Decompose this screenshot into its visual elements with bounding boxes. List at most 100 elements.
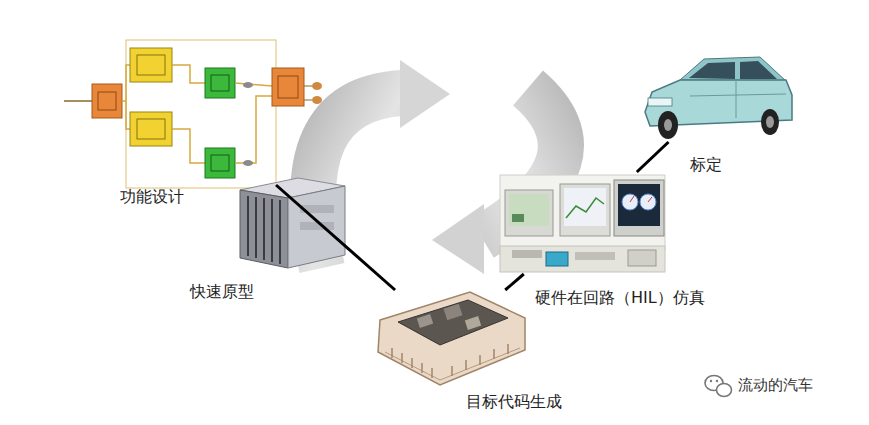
car-part [689, 62, 735, 79]
ecu-housing-part [431, 368, 433, 378]
connector-line [637, 142, 669, 172]
cycle-arrow-part [400, 60, 450, 128]
ecu-housing [378, 292, 525, 385]
ecu-housing-part [391, 348, 393, 358]
prototype-cabinet [240, 178, 345, 268]
car-part [736, 80, 737, 118]
prototype-cabinet-part [279, 200, 281, 264]
hil-workstation-part [630, 196, 634, 202]
connector-line [276, 185, 395, 290]
block-diagram-part [172, 65, 205, 83]
prototype-cabinet-part [240, 190, 288, 268]
hil-workstation-part [512, 250, 542, 258]
block-diagram-part [92, 84, 122, 118]
block-diagram-part [126, 101, 130, 129]
ecu-housing-part [451, 366, 453, 376]
caption: 硬件在回路（HIL）仿真 [535, 288, 705, 307]
wechat-icon-part [717, 384, 732, 397]
hil-workstation-part [622, 194, 638, 210]
ecu-housing-part [392, 344, 508, 378]
car-part [648, 98, 672, 106]
block-diagram-part [243, 82, 253, 88]
block-diagram-part [304, 86, 312, 87]
car-part [766, 116, 774, 128]
hil-workstation-part [512, 214, 524, 222]
block-diagram-part [312, 82, 322, 90]
ecu-housing-part [385, 352, 440, 380]
block-diagram-part [211, 75, 229, 91]
hil-workstation-part [628, 250, 656, 266]
prototype-cabinet-part [288, 186, 345, 268]
ecu-housing-part [507, 344, 509, 354]
block-diagram-part [126, 40, 276, 188]
hil-workstation-part [500, 246, 665, 272]
watermark: 流动的汽车 [738, 376, 813, 394]
block-diagram-part [235, 96, 272, 163]
wechat-icon-part [716, 380, 718, 382]
picture-node: 快速原型 [232, 176, 347, 270]
ecu-housing-part [465, 316, 481, 330]
hil-workstation-part [509, 194, 549, 226]
picture-node: 标定 [640, 52, 792, 142]
block-diagram-part [211, 155, 229, 171]
picture-node: 功能设计 [58, 35, 324, 185]
hil-workstation-part [505, 190, 553, 236]
ecu-housing-part [411, 358, 413, 368]
caption: 功能设计 [120, 187, 184, 206]
hil-workstation-part [566, 198, 604, 218]
block-diagram-part [98, 92, 116, 110]
hil-workstation-part [618, 184, 660, 226]
block-diagram-part [205, 148, 235, 178]
block-diagram-part [130, 112, 172, 146]
hil-workstation-part [614, 180, 664, 236]
hil-workstation-part [564, 188, 606, 226]
caption: 目标代码生成 [466, 392, 562, 411]
block-diagram-part [312, 96, 322, 104]
block-diagram-part [64, 100, 92, 102]
block-diagram-part [130, 48, 172, 82]
ecu-housing-part [465, 360, 467, 370]
hil-workstation-part [640, 194, 656, 210]
car-part [680, 57, 786, 81]
car-part [690, 94, 786, 96]
picture-node: 硬件在回路（HIL）仿真 [498, 172, 668, 274]
wechat-icon-part [710, 380, 712, 382]
block-diagram-part [272, 68, 304, 106]
prototype-cabinet-part [300, 222, 334, 230]
car-part [658, 111, 678, 139]
hil-workstation-part [546, 252, 568, 266]
prototype-cabinet-part [271, 199, 273, 262]
picture-node: 目标代码生成 [372, 290, 527, 386]
cycle-arrow-part [432, 204, 484, 274]
car-part [740, 61, 777, 79]
block-diagram-part [278, 76, 298, 98]
hil-workstation [500, 175, 665, 272]
block-diagram-part [122, 65, 130, 101]
car [645, 57, 792, 139]
ecu-housing-part [421, 363, 423, 373]
ecu-housing-part [444, 304, 463, 320]
car-part [761, 109, 779, 135]
hil-workstation-part [648, 197, 652, 202]
ecu-housing-part [398, 300, 508, 345]
hil-workstation-part [560, 184, 610, 236]
hil-workstation-part [575, 252, 615, 260]
prototype-cabinet-part [247, 196, 249, 256]
ecu-housing-part [378, 292, 525, 385]
block-diagram [64, 40, 322, 188]
hil-workstation-part [500, 175, 665, 250]
prototype-cabinet-part [263, 198, 265, 260]
block-diagram-part [243, 160, 253, 166]
car-part [664, 119, 672, 131]
block-diagram-part [172, 129, 205, 163]
block-diagram-part [205, 68, 235, 98]
block-diagram-part [137, 119, 165, 139]
ecu-housing-part [493, 349, 495, 359]
ecu-housing-part [417, 314, 433, 328]
block-diagram-part [137, 55, 165, 75]
